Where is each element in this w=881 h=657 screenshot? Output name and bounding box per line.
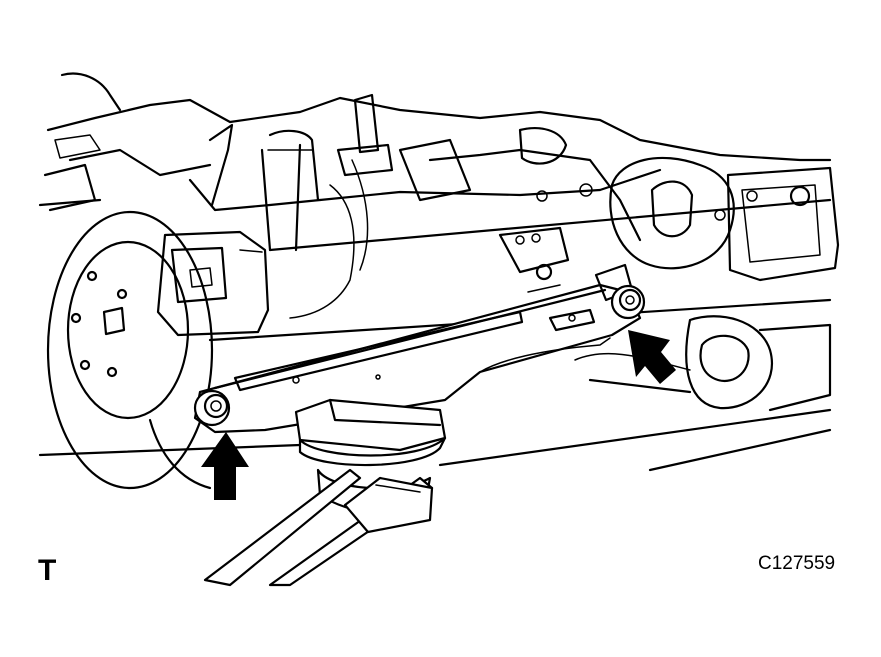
orientation-mark: T xyxy=(38,554,57,587)
left-arm-bolt xyxy=(193,389,231,427)
arrow-right-bolt xyxy=(628,330,676,384)
arm-mounting-bolts xyxy=(193,284,646,427)
jack-support xyxy=(203,398,447,587)
figure-code: C127559 xyxy=(758,553,836,574)
brake-disc-assembly xyxy=(46,210,270,490)
lower-suspension-arm xyxy=(193,226,642,434)
arrow-left-bolt xyxy=(201,432,249,500)
chassis-upper-structure xyxy=(43,72,832,319)
frame-rails xyxy=(38,198,832,472)
rear-mount-bracket xyxy=(574,156,840,412)
right-arm-bolt xyxy=(610,284,646,320)
